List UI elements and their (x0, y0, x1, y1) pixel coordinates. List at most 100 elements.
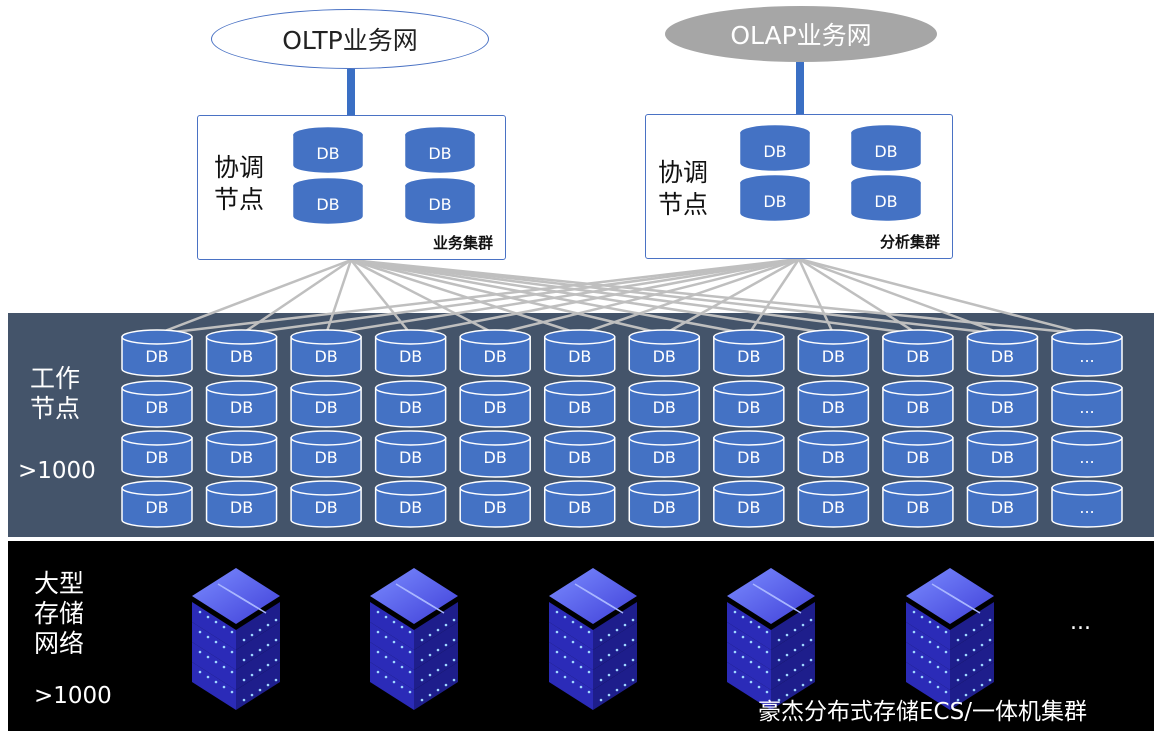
db-label: DB (399, 347, 422, 366)
business-coordinator-line2: 节点 (214, 185, 265, 214)
link-0-7 (350, 258, 750, 336)
oltp-network-label: OLTP业务网 (282, 26, 418, 55)
db-label: DB (991, 347, 1014, 366)
storage-server-1 (370, 568, 458, 710)
worker-db-r2-c10: DB (966, 430, 1039, 478)
worker-db-r3-c1: DB (205, 480, 278, 528)
olap-network: OLAP业务网 (665, 6, 937, 62)
storage-server-3 (727, 568, 815, 710)
link-1-1 (241, 257, 800, 336)
worker-db-r3-c8: DB (797, 480, 870, 528)
business-db-group: DB DB DB DB (293, 127, 475, 224)
db-label: DB (737, 347, 760, 366)
db-label: DB (484, 498, 507, 517)
oltp-network: OLTP业务网 (211, 9, 489, 69)
worker-db-r2-c9: DB (882, 430, 954, 478)
olap-network-label: OLAP业务网 (730, 21, 872, 50)
analysis-coordinator-label: 协调 节点 (658, 157, 708, 221)
worker-db-r1-c4: DB (459, 380, 531, 428)
db-label: DB (874, 192, 897, 211)
storage-footer: 豪杰分布式存储ECS/一体机集群 (758, 699, 1087, 725)
worker-db-r0-c9: DB (882, 329, 954, 377)
db-label: DB (906, 347, 929, 366)
link-0-11 (350, 258, 1088, 336)
storage-count: >1000 (34, 683, 112, 709)
db-label: ... (1079, 448, 1094, 467)
worker-db-r3-c2: DB (290, 480, 362, 528)
worker-db-r0-c2: DB (290, 329, 362, 377)
db-label: DB (991, 398, 1014, 417)
worker-db-r1-c2: DB (290, 380, 362, 428)
db-label: DB (230, 498, 253, 517)
worker-label: 工作 节点 (30, 364, 80, 424)
link-1-4 (494, 257, 800, 336)
worker-db-r3-c0: DB (121, 480, 193, 528)
db-label: DB (906, 398, 929, 417)
link-1-10 (798, 257, 1003, 336)
db-label: DB (484, 448, 507, 467)
db-label: DB (822, 448, 845, 467)
db-label: DB (145, 498, 168, 517)
worker-db-r1-c9: DB (882, 380, 954, 428)
link-1-11 (798, 257, 1088, 336)
worker-db-r1-c7: DB (713, 380, 785, 428)
cluster-db-0: DB (293, 127, 363, 173)
worker-label-line2: 节点 (30, 394, 81, 423)
db-label: DB (822, 398, 845, 417)
db-label: DB (316, 195, 339, 214)
db-label: DB (653, 448, 676, 467)
db-label: DB (484, 347, 507, 366)
cluster-db-1: DB (851, 125, 921, 171)
cluster-db-3: DB (405, 178, 475, 224)
db-label: DB (763, 192, 786, 211)
db-label: ... (1079, 347, 1094, 366)
analysis-cluster: 协调 节点 DB DB DB DB 分析集群 (645, 114, 953, 259)
worker-db-r0-c8: DB (797, 329, 870, 377)
cluster-db-2: DB (740, 175, 810, 221)
worker-db-r2-c1: DB (205, 430, 278, 478)
business-cluster-name: 业务集群 (432, 234, 493, 252)
db-label: DB (653, 398, 676, 417)
worker-db-r2-c2: DB (290, 430, 362, 478)
db-label: DB (763, 142, 786, 161)
db-label: DB (874, 142, 897, 161)
db-label: DB (145, 448, 168, 467)
db-label: ... (1079, 398, 1094, 417)
worker-db-r1-c5: DB (543, 380, 616, 428)
storage-label-line1: 大型 (34, 569, 85, 598)
db-label: DB (653, 498, 676, 517)
worker-db-r0-c10: DB (966, 329, 1039, 377)
worker-db-r3-c9: DB (882, 480, 954, 528)
worker-db-r1-c3: DB (374, 380, 447, 428)
worker-db-r1-c6: DB (628, 380, 701, 428)
db-label: DB (737, 498, 760, 517)
worker-db-r1-c11: ... (1051, 380, 1123, 428)
link-1-2 (325, 257, 800, 336)
db-label: DB (822, 498, 845, 517)
cluster-db-1: DB (405, 127, 475, 173)
db-label: DB (230, 448, 253, 467)
db-label: DB (991, 498, 1014, 517)
db-label: DB (653, 347, 676, 366)
analysis-coordinator-line2: 节点 (658, 190, 709, 219)
worker-db-r3-c3: DB (374, 480, 447, 528)
db-label: DB (399, 398, 422, 417)
analysis-cluster-name: 分析集群 (879, 233, 940, 251)
db-label: DB (314, 498, 337, 517)
db-label: DB (145, 398, 168, 417)
db-label: DB (230, 347, 253, 366)
storage-label-line2: 存储 (34, 599, 85, 628)
db-label: DB (568, 498, 591, 517)
worker-db-r1-c1: DB (205, 380, 278, 428)
db-label: DB (568, 347, 591, 366)
db-label: DB (428, 195, 451, 214)
analysis-coordinator-line1: 协调 (658, 158, 709, 187)
worker-db-r3-c7: DB (713, 480, 785, 528)
db-label: DB (737, 448, 760, 467)
link-1-0 (156, 257, 800, 336)
db-label: DB (316, 144, 339, 163)
db-label: DB (230, 398, 253, 417)
